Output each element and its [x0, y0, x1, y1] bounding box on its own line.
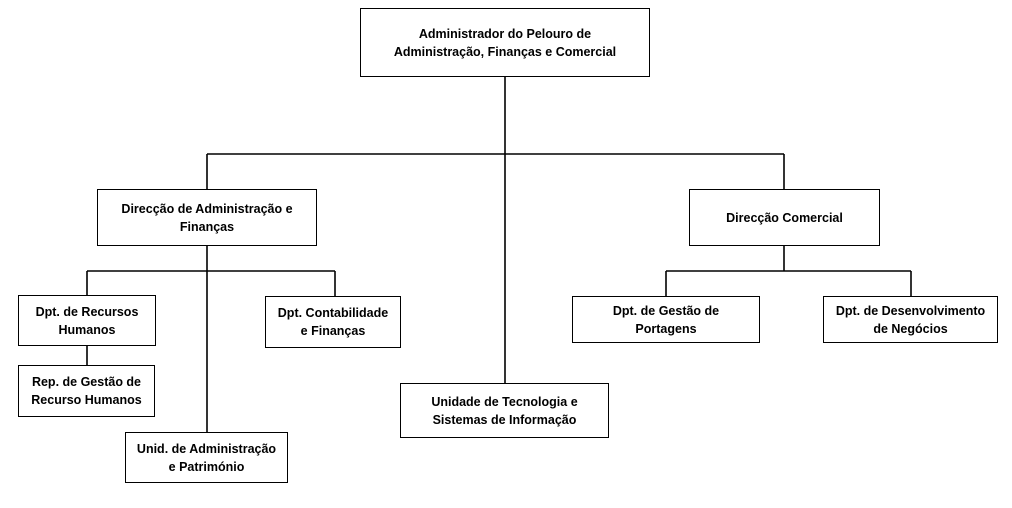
box-unidade-tecnologia-sistemas-line1: Unidade de Tecnologia e: [431, 394, 578, 409]
box-direccao-administracao-financas: Direcção de Administração e Finanças: [97, 189, 317, 246]
box-dpt-gestao-portagens-line2: Portagens: [635, 321, 697, 336]
box-administrador-pelouro: Administrador do Pelouro de Administraçã…: [360, 8, 650, 77]
box-dpt-desenvolvimento-negocios-line1: Dpt. de Desenvolvimento: [835, 303, 986, 318]
box-direccao-administracao-financas-line2: Finanças: [179, 219, 235, 234]
box-dpt-recursos-humanos-line1: Dpt. de Recursos: [35, 304, 139, 319]
box-dpt-contabilidade-financas-line1: Dpt. Contabilidade: [277, 306, 389, 320]
box-administrador-pelouro-line1: Administrador do Pelouro de: [418, 26, 592, 41]
box-direccao-comercial: Direcção Comercial: [689, 189, 880, 246]
box-dpt-gestao-portagens: Dpt. de Gestão de Portagens: [572, 296, 760, 343]
box-dpt-gestao-portagens-line1: Dpt. de Gestão de: [612, 303, 720, 318]
box-direccao-comercial-line1: Direcção Comercial: [726, 210, 843, 225]
box-dpt-contabilidade-financas-line2: e Finanças: [300, 324, 366, 338]
box-rep-gestao-recursos-humanos-line2: Recurso Humanos: [31, 393, 142, 407]
box-unid-administracao-patrimonio-line2: e Património: [168, 459, 245, 474]
box-dpt-desenvolvimento-negocios: Dpt. de Desenvolvimento de Negócios: [823, 296, 998, 343]
box-dpt-recursos-humanos-line2: Humanos: [58, 322, 116, 337]
box-unidade-tecnologia-sistemas-line2: Sistemas de Informação: [432, 412, 577, 427]
box-dpt-recursos-humanos: Dpt. de Recursos Humanos: [18, 295, 156, 346]
box-direccao-administracao-financas-line1: Direcção de Administração e: [121, 201, 293, 216]
box-administrador-pelouro-line2: Administração, Finanças e Comercial: [393, 44, 617, 59]
box-unid-administracao-patrimonio-line1: Unid. de Administração: [136, 441, 277, 456]
box-rep-gestao-recursos-humanos: Rep. de Gestão de Recurso Humanos: [18, 365, 155, 417]
box-rep-gestao-recursos-humanos-line1: Rep. de Gestão de: [31, 375, 142, 389]
box-dpt-contabilidade-financas: Dpt. Contabilidade e Finanças: [265, 296, 401, 348]
box-unidade-tecnologia-sistemas: Unidade de Tecnologia e Sistemas de Info…: [400, 383, 609, 438]
box-unid-administracao-patrimonio: Unid. de Administração e Património: [125, 432, 288, 483]
box-dpt-desenvolvimento-negocios-line2: de Negócios: [873, 321, 948, 336]
